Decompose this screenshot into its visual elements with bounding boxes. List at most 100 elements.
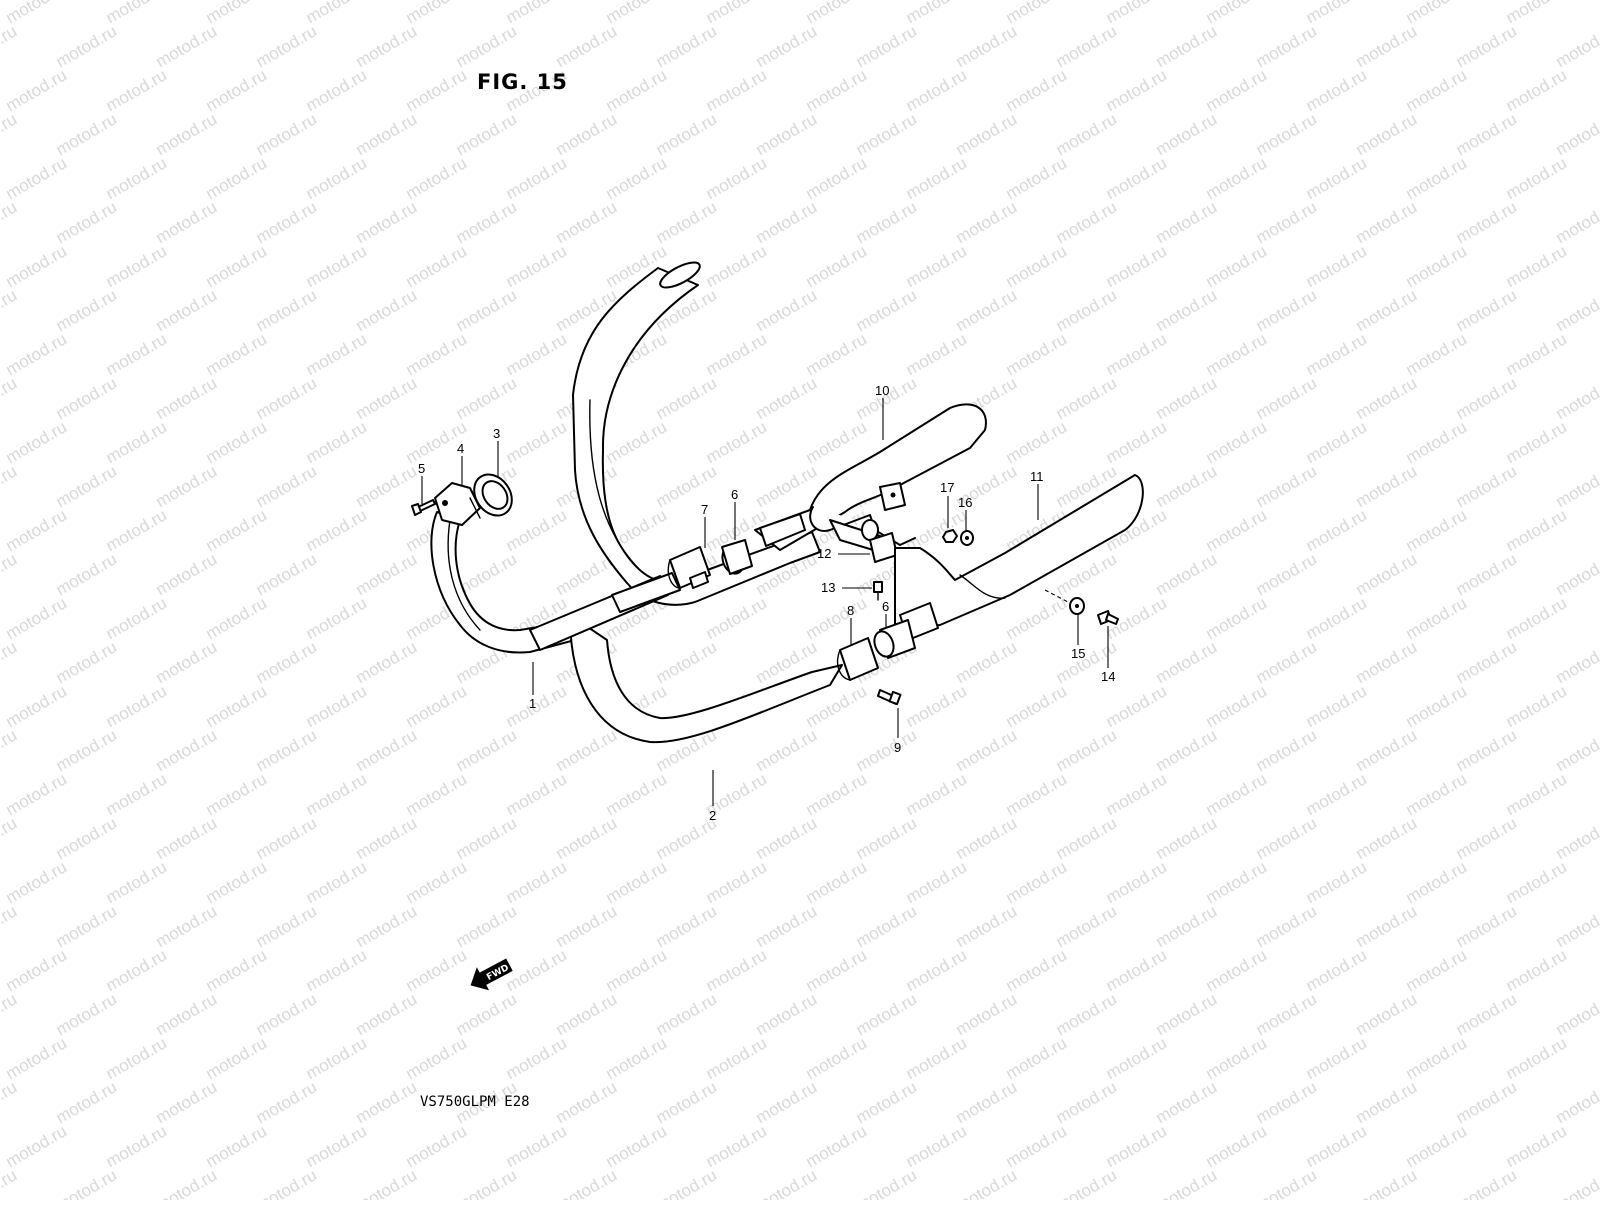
watermark-text: motod.ru: [203, 153, 271, 203]
watermark-text: motod.ru: [353, 901, 421, 951]
watermark-text: motod.ru: [653, 1077, 721, 1127]
watermark-text: motod.ru: [903, 329, 971, 379]
watermark-text: motod.ru: [153, 725, 221, 775]
watermark-text: motod.ru: [1353, 461, 1421, 511]
watermark-text: motod.ru: [1053, 989, 1121, 1039]
watermark-text: motod.ru: [3, 857, 71, 907]
watermark-text: motod.ru: [403, 1033, 471, 1083]
callout-6-lower: 6: [882, 599, 889, 614]
watermark-text: motod.ru: [1303, 329, 1371, 379]
watermark-text: motod.ru: [203, 769, 271, 819]
watermark-text: motod.ru: [653, 21, 721, 71]
watermark-text: motod.ru: [1503, 681, 1571, 731]
callout-4: 4: [457, 441, 464, 456]
watermark-text: motod.ru: [1403, 329, 1471, 379]
watermark-text: motod.ru: [1103, 769, 1171, 819]
watermark-text: motod.ru: [903, 65, 971, 115]
watermark-text: motod.ru: [253, 373, 321, 423]
callout-11: 11: [1030, 469, 1044, 484]
watermark-text: motod.ru: [1153, 813, 1221, 863]
watermark-text: motod.ru: [153, 1165, 221, 1200]
watermark-text: motod.ru: [1253, 989, 1321, 1039]
watermark-text: motod.ru: [953, 1077, 1021, 1127]
watermark-text: motod.ru: [1203, 241, 1271, 291]
watermark-text: motod.ru: [53, 989, 121, 1039]
watermark-text: motod.ru: [253, 725, 321, 775]
watermark-text: motod.ru: [1203, 945, 1271, 995]
watermark-text: motod.ru: [953, 637, 1021, 687]
watermark-text: motod.ru: [53, 21, 121, 71]
watermark-text: motod.ru: [1103, 857, 1171, 907]
watermark-text: motod.ru: [103, 417, 171, 467]
watermark-text: motod.ru: [103, 329, 171, 379]
watermark-text: motod.ru: [1203, 65, 1271, 115]
watermark-text: motod.ru: [1253, 901, 1321, 951]
watermark-text: motod.ru: [1453, 109, 1521, 159]
watermark-text: motod.ru: [503, 1121, 571, 1171]
watermark-text: motod.ru: [503, 153, 571, 203]
watermark-text: motod.ru: [603, 857, 671, 907]
watermark-text: motod.ru: [203, 593, 271, 643]
watermark-text: motod.ru: [1003, 65, 1071, 115]
watermark-text: motod.ru: [953, 725, 1021, 775]
watermark-text: motod.ru: [1153, 461, 1221, 511]
watermark-text: motod.ru: [453, 989, 521, 1039]
watermark-text: motod.ru: [653, 989, 721, 1039]
watermark-text: motod.ru: [53, 813, 121, 863]
watermark-text: motod.ru: [1153, 989, 1221, 1039]
watermark-text: motod.ru: [1003, 681, 1071, 731]
model-code: VS750GLPM E28: [420, 1094, 530, 1110]
watermark-text: motod.ru: [1103, 329, 1171, 379]
watermark-text: motod.ru: [753, 461, 821, 511]
watermark-text: motod.ru: [1453, 373, 1521, 423]
watermark-text: motod.ru: [0, 1077, 20, 1127]
watermark-text: motod.ru: [953, 285, 1021, 335]
watermark-text: motod.ru: [303, 1121, 371, 1171]
watermark-text: motod.ru: [953, 989, 1021, 1039]
watermark-text: motod.ru: [1203, 153, 1271, 203]
watermark-text: motod.ru: [653, 373, 721, 423]
watermark-text: motod.ru: [1253, 1077, 1321, 1127]
watermark-text: motod.ru: [353, 637, 421, 687]
watermark-text: motod.ru: [403, 681, 471, 731]
watermark-text: motod.ru: [203, 945, 271, 995]
watermark-text: motod.ru: [853, 813, 921, 863]
watermark-text: motod.ru: [1453, 285, 1521, 335]
watermark-text: motod.ru: [1203, 505, 1271, 555]
watermark-text: motod.ru: [1553, 637, 1600, 687]
watermark-text: motod.ru: [1253, 637, 1321, 687]
watermark-text: motod.ru: [1153, 197, 1221, 247]
watermark-text: motod.ru: [3, 681, 71, 731]
watermark-text: motod.ru: [503, 1033, 571, 1083]
watermark-text: motod.ru: [1003, 593, 1071, 643]
watermark-text: motod.ru: [203, 329, 271, 379]
watermark-text: motod.ru: [503, 857, 571, 907]
watermark-text: motod.ru: [0, 989, 20, 1039]
watermark-text: motod.ru: [353, 813, 421, 863]
watermark-text: motod.ru: [903, 1121, 971, 1171]
watermark-text: motod.ru: [353, 725, 421, 775]
watermark-text: motod.ru: [53, 901, 121, 951]
watermark-text: motod.ru: [1053, 1165, 1121, 1200]
watermark-text: motod.ru: [903, 0, 971, 27]
watermark-text: motod.ru: [1353, 197, 1421, 247]
watermark-text: motod.ru: [1303, 153, 1371, 203]
watermark-text: motod.ru: [3, 241, 71, 291]
watermark-text: motod.ru: [1553, 109, 1600, 159]
watermark-text: motod.ru: [803, 857, 871, 907]
watermark-text: motod.ru: [3, 945, 71, 995]
watermark-text: motod.ru: [303, 241, 371, 291]
watermark-text: motod.ru: [1253, 461, 1321, 511]
watermark-text: motod.ru: [153, 21, 221, 71]
watermark-text: motod.ru: [1453, 1165, 1521, 1200]
watermark-text: motod.ru: [1153, 109, 1221, 159]
watermark-text: motod.ru: [1053, 197, 1121, 247]
watermark-text: motod.ru: [253, 461, 321, 511]
watermark-text: motod.ru: [903, 769, 971, 819]
watermark-text: motod.ru: [1153, 901, 1221, 951]
watermark-text: motod.ru: [1253, 725, 1321, 775]
watermark-text: motod.ru: [1303, 505, 1371, 555]
watermark-text: motod.ru: [553, 1077, 621, 1127]
watermark-text: motod.ru: [103, 769, 171, 819]
